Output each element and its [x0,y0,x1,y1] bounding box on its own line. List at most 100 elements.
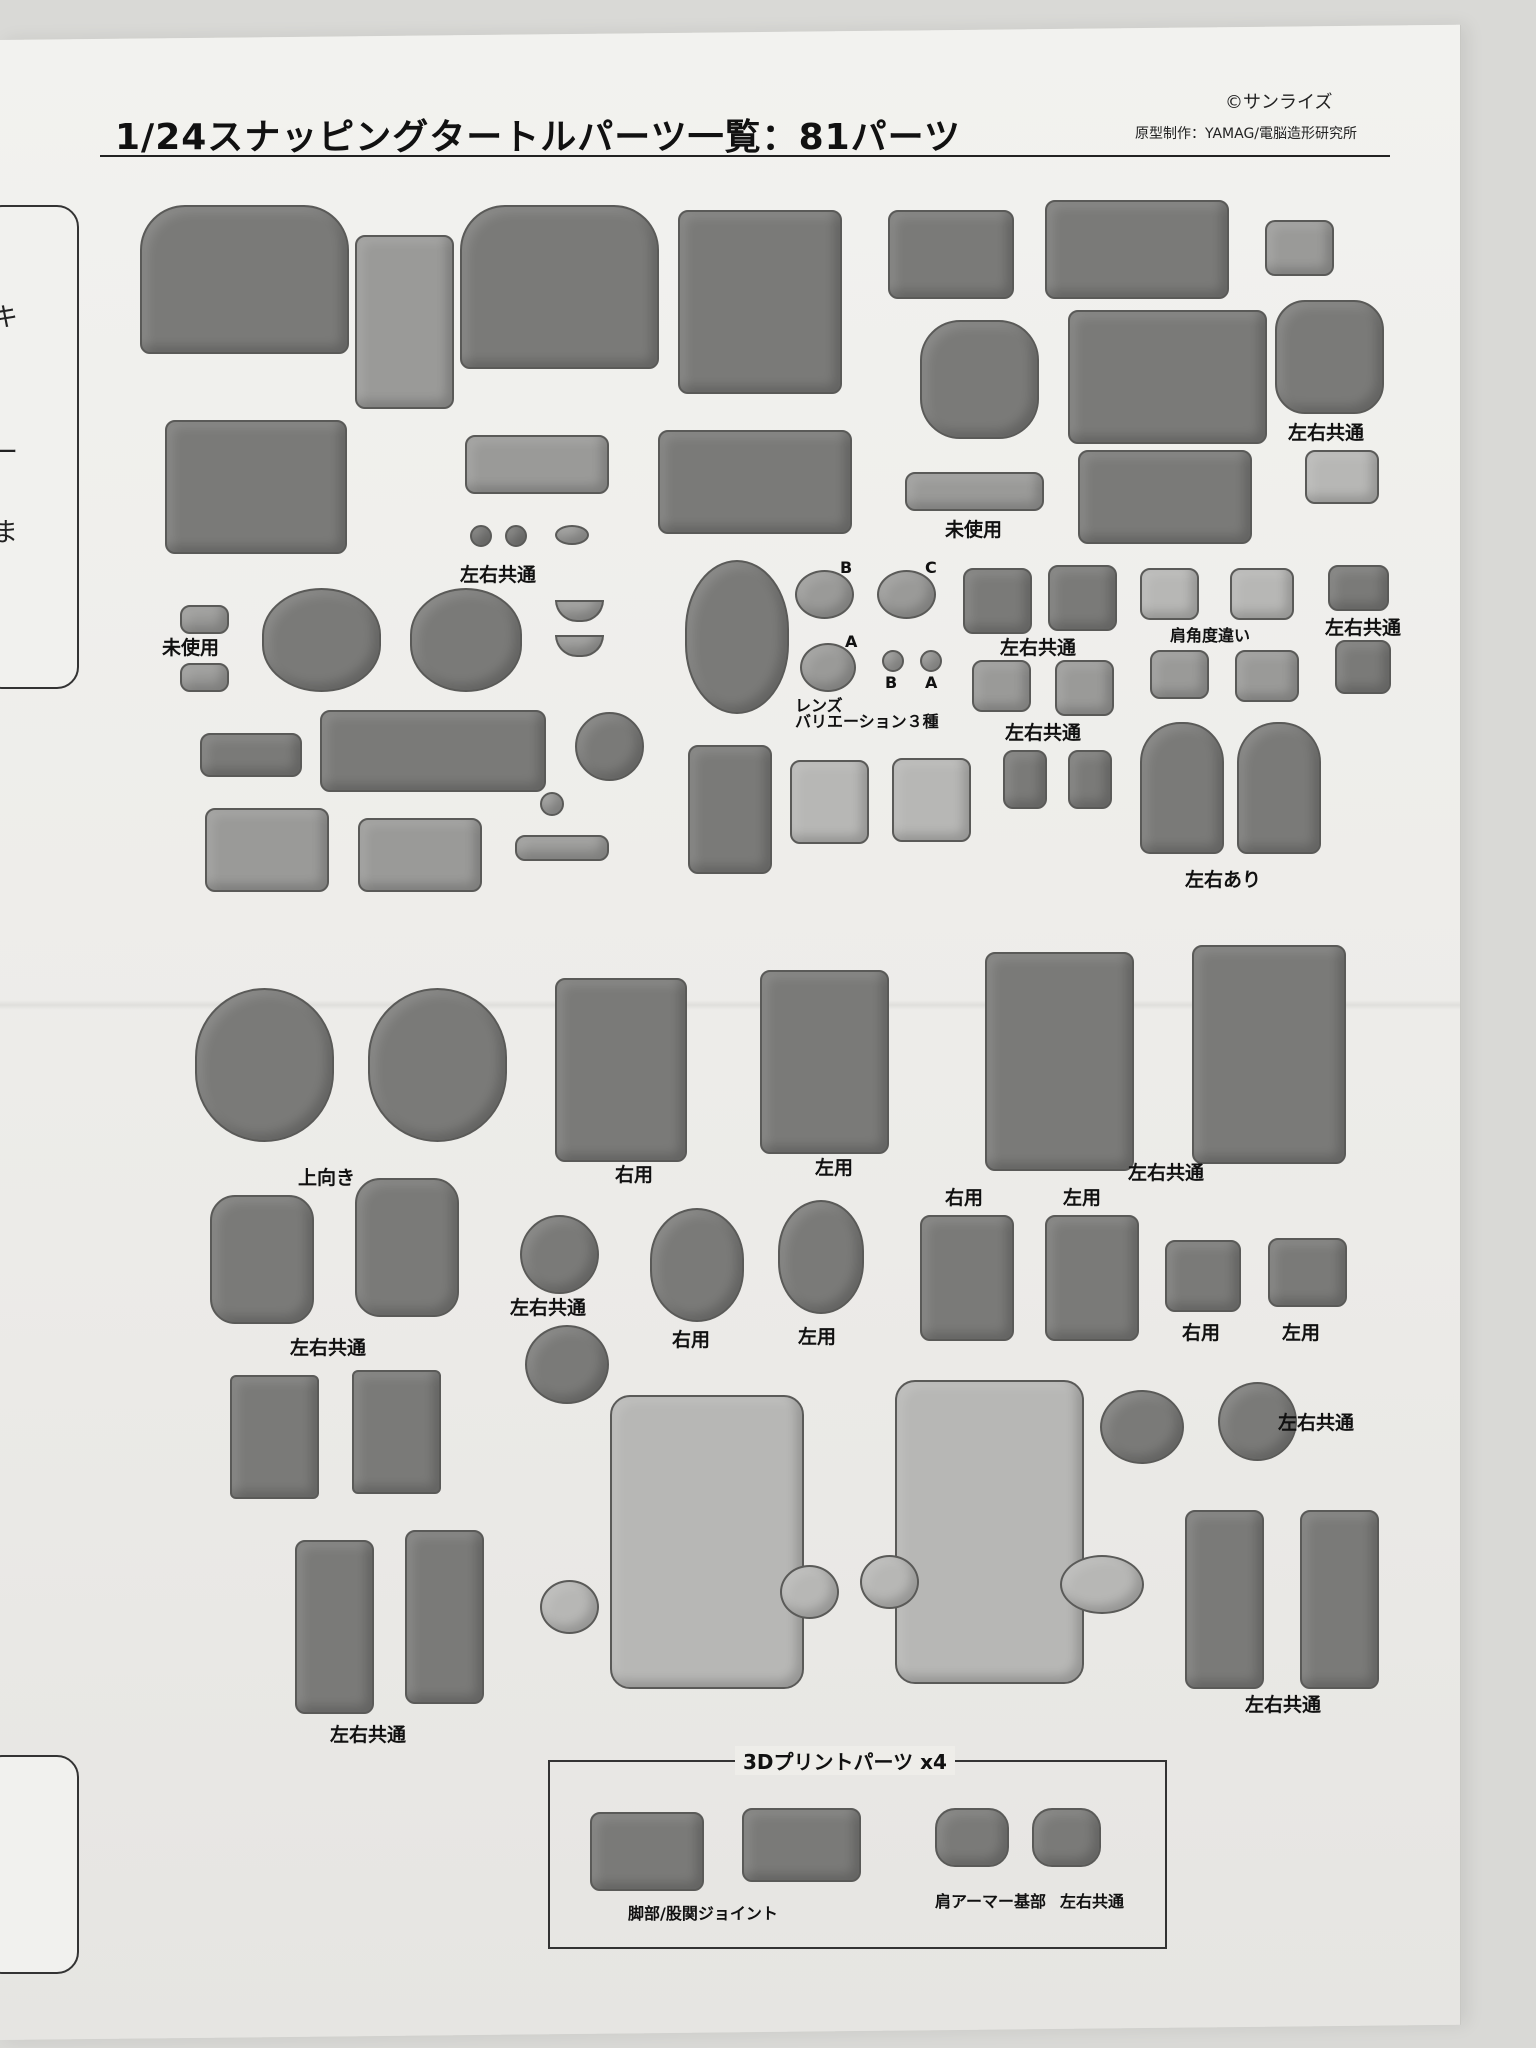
part-cockpit [888,210,1014,299]
part-egg-right [650,1208,744,1322]
part-disc-left [920,320,1039,439]
part-hip-right [920,1215,1014,1341]
part-stick-4 [1300,1510,1379,1689]
part-head-visor [685,560,789,714]
part-pin-1 [470,525,492,547]
part-small-block-2 [1305,450,1379,504]
part-lower-cover [1078,450,1252,544]
part-panel-1 [230,1375,319,1499]
print-shoulder-label: 肩アーマー基部 [935,1892,1047,1911]
part-hinge-3 [860,1555,919,1609]
part-stick-1 [295,1540,374,1714]
part-egg-left [778,1200,864,1314]
part-engine-box [165,420,347,554]
part-cap-1 [1328,565,1389,611]
part-center-body [1068,310,1267,444]
label-lens-a: A [845,632,858,651]
part-block-b1 [972,660,1031,712]
part-small-clip-2 [180,663,229,692]
part-barrel [320,710,546,792]
part-hinge-2 [780,1565,839,1619]
print-common-label: 左右共通 [1060,1892,1125,1911]
part-shoulder-2 [1230,568,1294,620]
part-leg-right [555,978,687,1162]
label-common-7: 左右共通 [290,1337,367,1359]
print-joint-2 [742,1808,861,1882]
page-title: 1/24スナッピングタートルパーツ一覧：81パーツ [115,117,961,158]
part-pin-2 [505,525,527,547]
part-joint-left [1268,1238,1347,1307]
label-left-3: 左用 [1063,1187,1102,1209]
label-common-6: 左右共通 [1128,1162,1205,1184]
part-cylinder [575,712,644,781]
part-small-clip-1 [180,605,229,634]
label-left-1: 左用 [815,1157,854,1179]
part-spring [555,525,589,545]
label-right-2: 右用 [672,1329,711,1351]
part-plank [358,818,482,892]
part-armor-right [368,988,507,1142]
label-upward: 上向き [298,1167,356,1189]
part-hand-3 [892,758,971,842]
label-common-9: 左右共通 [1278,1412,1355,1434]
part-clamp-2 [1068,750,1112,809]
label-common-10: 左右共通 [330,1724,407,1746]
part-panel-2 [352,1370,441,1494]
part-side-cap [1275,300,1384,414]
part-big-shell-2 [1192,945,1346,1164]
part-shoulder-1 [1140,568,1199,620]
part-big-shell-1 [985,952,1134,1171]
label-lens-variation: レンズ バリエーション３種 [795,696,939,731]
part-lens-a [800,643,856,692]
part-block-a2 [1048,565,1117,631]
label-common-8: 左右共通 [510,1297,587,1319]
part-nozzle [200,733,302,777]
copyright: ©サンライズ [1225,92,1333,113]
part-rod [515,835,609,861]
part-block-b3 [1150,650,1209,699]
label-common-3: 左右共通 [1000,637,1077,659]
part-crate [658,430,852,534]
label-shoulder-angle: 肩角度違い [1170,626,1251,645]
print-joint-label: 脚部/股関ジョイント [628,1904,778,1923]
part-shell-left [262,588,381,692]
part-foot-l [1140,722,1224,854]
left-bottom-box [0,1755,79,1974]
part-foot-r [1237,722,1321,854]
left-side-box: キ ー ま [0,205,79,689]
part-stick-2 [405,1530,484,1704]
part-lever [205,808,329,892]
part-block-b4 [1235,650,1299,702]
label-common-4: 左右共通 [1325,617,1402,639]
print-shoulder-1 [935,1808,1009,1867]
label-lens-c: C [925,558,937,577]
part-small-block-1 [1265,220,1334,276]
label-left-2: 左用 [798,1326,837,1348]
label-common-2: 左右共通 [460,564,537,586]
part-c-ring-2 [1218,1382,1297,1461]
part-stick-3 [1185,1510,1264,1689]
part-c-ring-1 [1100,1390,1184,1464]
part-cap-2 [1335,640,1391,694]
label-common-5: 左右共通 [1005,722,1082,744]
paper-fold [0,1000,1460,1010]
label-common-11: 左右共通 [1245,1694,1322,1716]
part-shell-right [410,588,522,692]
part-lens-b [795,570,854,619]
label-right-1: 右用 [615,1164,654,1186]
label-lens-b: B [840,558,853,577]
label-left-4: 左用 [1282,1322,1321,1344]
part-block-a1 [963,568,1032,634]
part-lens-a-small [920,650,942,672]
part-bar-block [465,435,609,494]
part-leg-left [760,970,889,1154]
print-joint-1 [590,1812,704,1891]
part-hand-1 [688,745,772,874]
label-lr-exists: 左右あり [1185,869,1262,891]
part-lens-b-small [882,650,904,672]
part-hand-2 [790,760,869,844]
left-fragment-1: キ [0,303,19,333]
left-fragment-2: ー [0,438,19,468]
part-joint-right [1165,1240,1241,1312]
part-hinge-1 [540,1580,599,1634]
